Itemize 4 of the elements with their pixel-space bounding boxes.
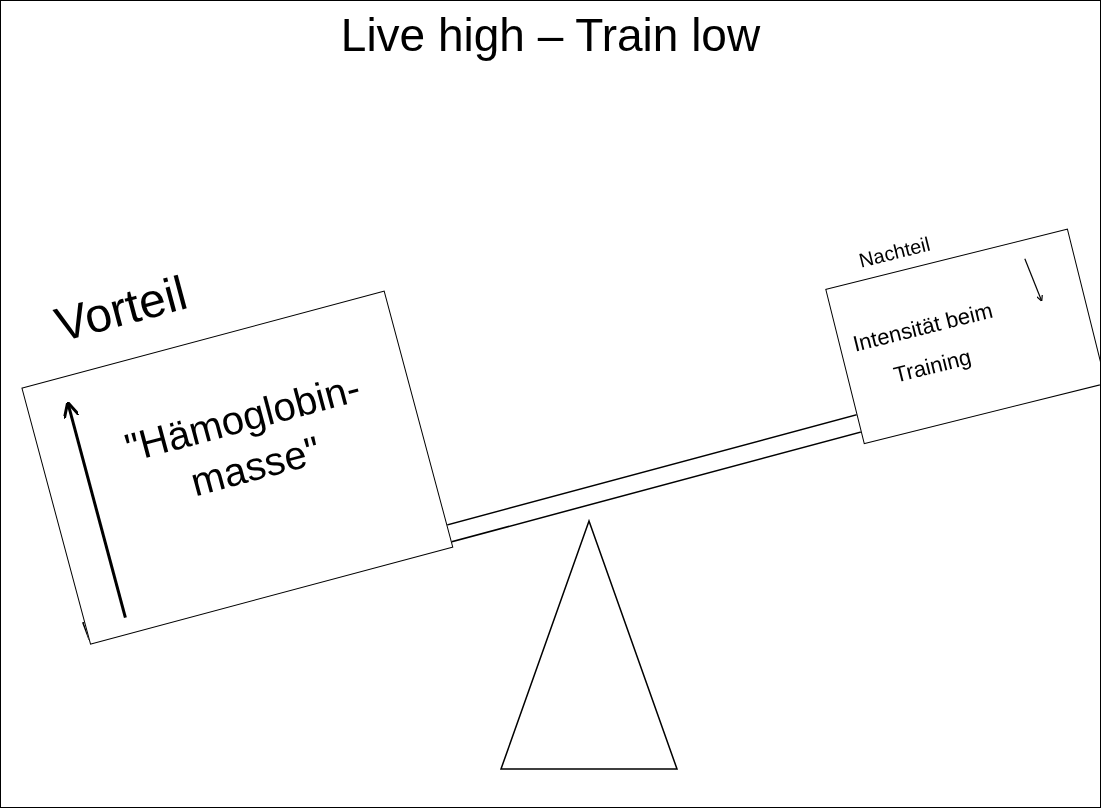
box-text: Intensität beim Training: [849, 296, 997, 390]
heading: Vorteil: [49, 266, 193, 353]
heading: Nachteil: [856, 232, 933, 272]
title: Live high – Train low: [339, 8, 762, 63]
